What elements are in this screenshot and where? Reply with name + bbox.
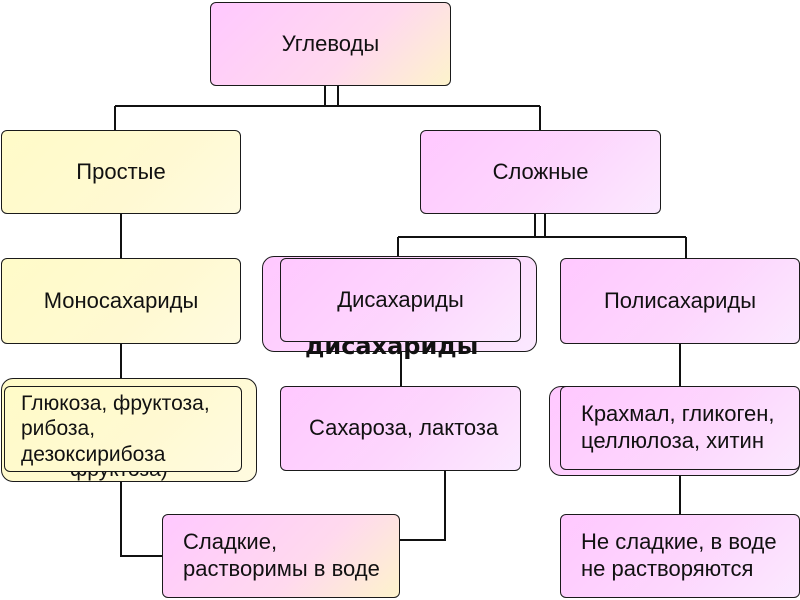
node-di-examples: Сахароза, лактоза bbox=[280, 386, 521, 471]
node-sweet-properties-text: Сладкие, растворимы в воде bbox=[183, 529, 380, 581]
node-nonsweet-properties-text: Не сладкие, в воде не растворяются bbox=[581, 529, 777, 581]
node-carbohydrates: Углеводы bbox=[210, 2, 451, 86]
node-poly-examples: Крахмал, гликоген, целлюлоза, хитин bbox=[560, 386, 800, 470]
node-complex-label: Сложные bbox=[492, 158, 589, 184]
connector-mono-sweet bbox=[120, 470, 162, 557]
node-poly-examples-text: Крахмал, гликоген, целлюлоза, хитин bbox=[581, 401, 775, 453]
node-monosaccharides-label: Моносахариды bbox=[43, 287, 199, 313]
node-di-examples-text: Сахароза, лактоза bbox=[309, 415, 499, 441]
node-simple-label: Простые bbox=[76, 158, 166, 184]
node-nonsweet-properties: Не сладкие, в воде не растворяются bbox=[560, 514, 800, 598]
node-carbohydrates-label: Углеводы bbox=[281, 30, 380, 56]
connector-di-sweet bbox=[400, 471, 446, 541]
node-mono-examples: Глюкоза, фруктоза, рибоза, дезоксирибоза bbox=[4, 386, 242, 472]
node-monosaccharides: Моносахариды bbox=[1, 258, 241, 344]
node-complex: Сложные bbox=[420, 130, 661, 214]
node-polysaccharides: Полисахариды bbox=[560, 258, 800, 344]
node-mono-examples-text: Глюкоза, фруктоза, рибоза, дезоксирибоза bbox=[21, 391, 210, 466]
node-simple: Простые bbox=[1, 130, 241, 214]
node-polysaccharides-label: Полисахариды bbox=[603, 287, 757, 313]
node-disaccharides-label: Дисахариды bbox=[337, 286, 464, 312]
node-sweet-properties: Сладкие, растворимы в воде bbox=[162, 514, 400, 598]
node-disaccharides: Дисахариды bbox=[280, 258, 521, 342]
